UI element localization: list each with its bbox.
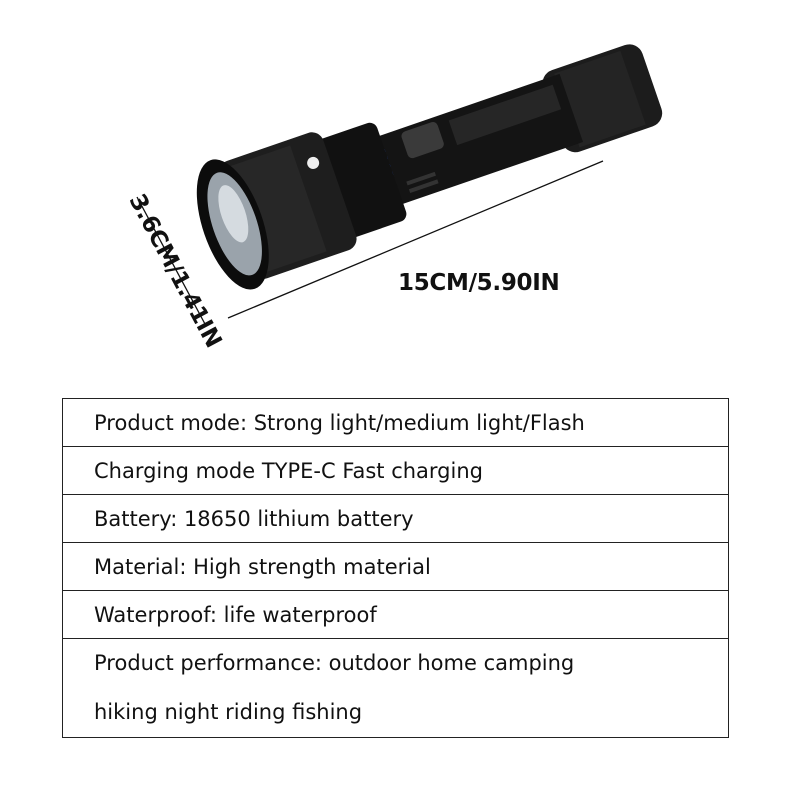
spec-table: Product mode: Strong light/medium light/… — [62, 398, 729, 738]
length-label: 15CM/5.90IN — [398, 270, 560, 296]
spec-waterproof: Waterproof: life waterproof — [62, 590, 729, 639]
spec-performance: Product performance: outdoor home campin… — [62, 638, 729, 738]
table-row: Product mode: Strong light/medium light/… — [62, 398, 729, 447]
flashlight-image — [136, 44, 663, 325]
spec-charging: Charging mode TYPE-C Fast charging — [62, 446, 729, 495]
table-row: Charging mode TYPE-C Fast charging — [62, 446, 729, 495]
table-row: Product performance: outdoor home campin… — [62, 638, 729, 738]
length-dimension-line — [227, 160, 604, 319]
table-row: Material: High strength material — [62, 542, 729, 591]
performance-line-1: Product performance: outdoor home campin… — [94, 651, 575, 675]
performance-line-2: hiking night riding fishing — [94, 700, 363, 724]
spec-mode: Product mode: Strong light/medium light/… — [62, 398, 729, 447]
table-row: Battery: 18650 lithium battery — [62, 494, 729, 543]
spec-battery: Battery: 18650 lithium battery — [62, 494, 729, 543]
table-row: Waterproof: life waterproof — [62, 590, 729, 639]
diameter-dimension-line — [136, 196, 206, 325]
spec-material: Material: High strength material — [62, 542, 729, 591]
power-button — [401, 121, 444, 159]
